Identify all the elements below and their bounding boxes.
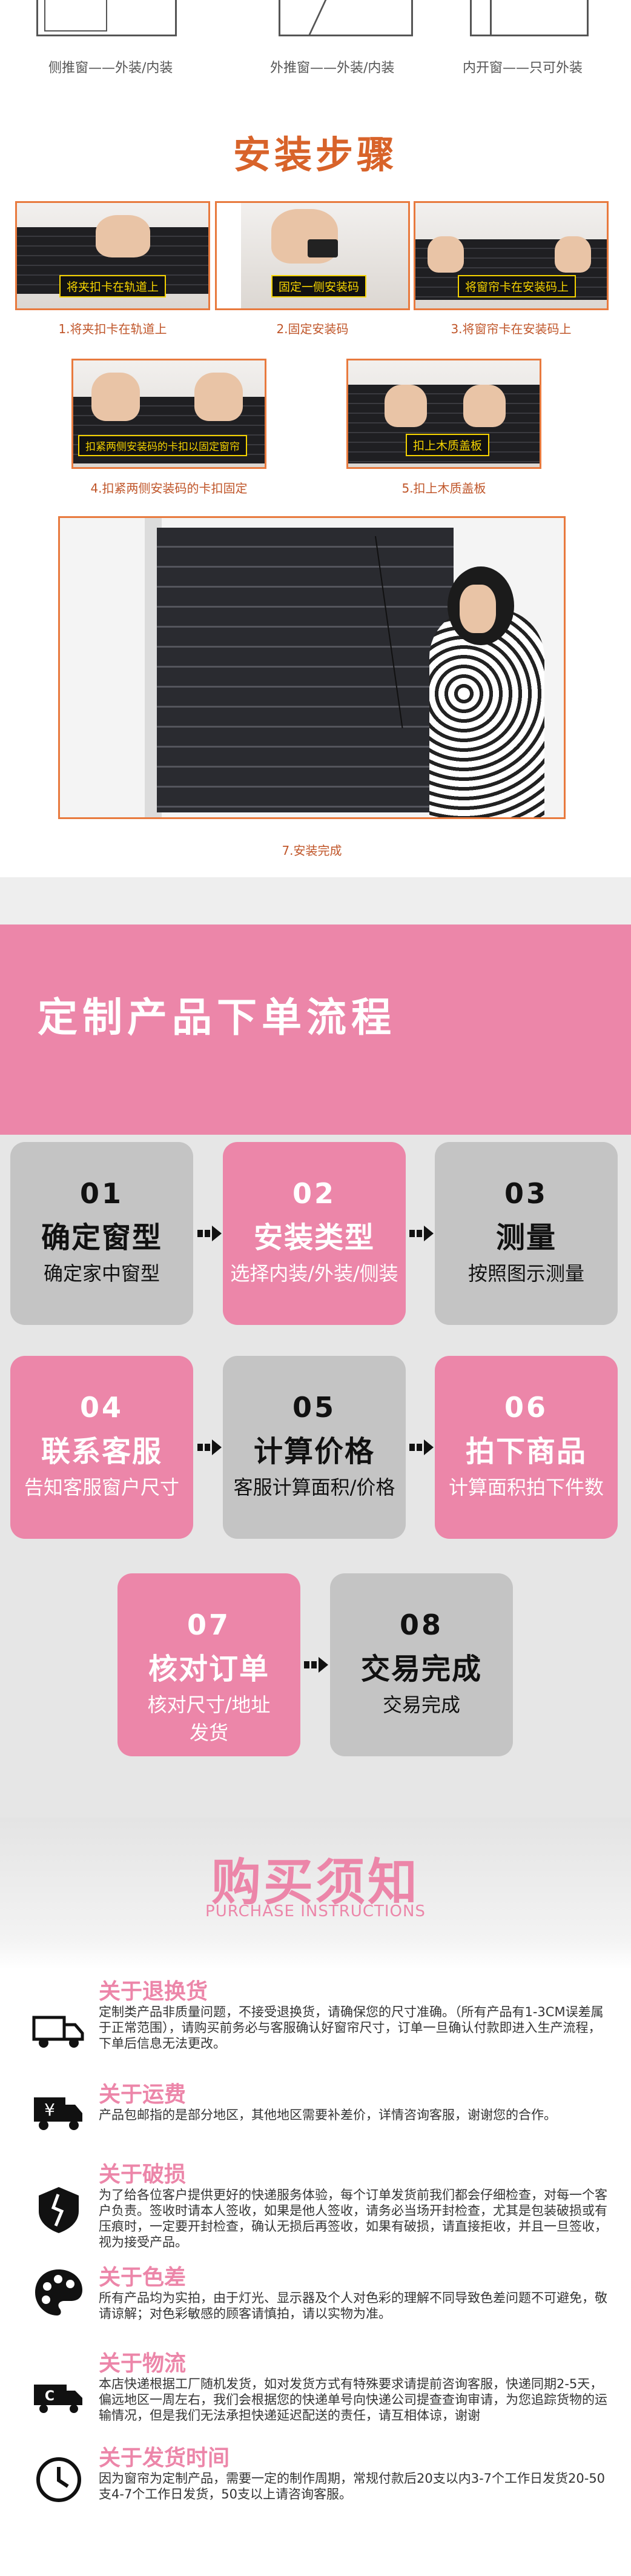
process-card-desc: 交易完成 — [382, 1693, 460, 1716]
notice-body: 产品包邮指的是部分地区，其他地区需要补差价，详情咨询客服，谢谢您的合作。 — [99, 2108, 557, 2122]
process-card-06: 06 拍下商品 计算面积拍下件数 — [435, 1356, 618, 1539]
window-type-label: 内开窗——只可外装 — [463, 61, 583, 76]
window-type-label: 侧推窗——外装/内装 — [48, 61, 173, 76]
window-frame-outward-icon — [279, 0, 413, 36]
process-card-desc: 核对尺寸/地址发货 — [147, 1693, 271, 1744]
install-step-4-photo: 扣紧两侧安装码的卡扣以固定窗帘 — [71, 359, 266, 469]
process-card-01: 01 确定窗型 确定家中窗型 — [10, 1142, 193, 1325]
process-card-number: 03 — [504, 1177, 548, 1210]
notice-body: 定制类产品非质量问题，不接受退换货，请确保您的尺寸准确。（所有产品有1-3CM误… — [99, 2005, 604, 2051]
process-card-number: 01 — [79, 1177, 124, 1210]
notice-heading: 关于色差 — [99, 2265, 187, 2290]
window-type-label: 外推窗——外装/内装 — [270, 61, 395, 76]
install-step-3-photo: 将窗帘卡在安装码上 — [414, 201, 609, 310]
order-process-title: 定制产品下单流程 — [38, 994, 396, 1041]
window-frame-side-icon — [36, 0, 177, 36]
order-process-banner: 定制产品下单流程 — [0, 925, 631, 1135]
process-card-07: 07 核对订单 核对尺寸/地址发货 — [117, 1573, 300, 1756]
step-tag: 将窗帘卡在安装码上 — [458, 275, 576, 297]
step-tag: 将夹扣卡在轨道上 — [59, 275, 167, 297]
process-card-title: 联系客服 — [41, 1435, 162, 1469]
process-card-05: 05 计算价格 客服计算面积/价格 — [223, 1356, 406, 1539]
process-card-title: 核对订单 — [148, 1652, 269, 1686]
process-card-title: 拍下商品 — [465, 1435, 587, 1469]
install-steps-title: 安装步骤 — [233, 133, 398, 177]
install-step-caption: 4.扣紧两侧安装码的卡扣固定 — [90, 481, 248, 496]
process-card-title: 交易完成 — [360, 1652, 482, 1686]
notice-heading: 关于发货时间 — [99, 2446, 230, 2471]
step-tag: 扣紧两侧安装码的卡扣以固定窗帘 — [78, 435, 247, 456]
palette-icon — [31, 2266, 86, 2320]
install-step-1-photo: 将夹扣卡在轨道上 — [15, 201, 210, 310]
purchase-notice-section: 购买须知 PURCHASE INSTRUCTIONS 关于退换货 定制类产品非质… — [0, 1817, 631, 2576]
install-step-caption: 3.将窗帘卡在安装码上 — [451, 322, 572, 336]
process-card-number: 07 — [187, 1608, 231, 1641]
process-card-desc: 确定家中窗型 — [43, 1262, 160, 1285]
install-complete-photo — [58, 516, 566, 819]
arrow-right-icon — [409, 1438, 434, 1456]
arrow-right-icon — [197, 1224, 222, 1243]
process-card-desc: 计算面积拍下件数 — [448, 1476, 604, 1499]
window-type-outward: 外推窗——外装/内装 — [211, 0, 421, 91]
notice-heading: 关于破损 — [99, 2162, 187, 2187]
notice-item-returns: 关于退换货 定制类产品非质量问题，不接受退换货，请确保您的尺寸准确。（所有产品有… — [0, 1974, 631, 2065]
install-step-2-photo: 固定一侧安装码 — [215, 201, 410, 310]
step-tag: 固定一侧安装码 — [271, 275, 367, 297]
process-card-title: 计算价格 — [253, 1435, 375, 1469]
process-card-title: 确定窗型 — [41, 1221, 162, 1255]
process-card-03: 03 测量 按照图示测量 — [435, 1142, 618, 1325]
notice-item-logistics: C 关于物流 本店快递根据工厂随机发货，如对发货方式有特殊要求请提前咨询客服，快… — [0, 2346, 631, 2437]
arrow-right-icon — [304, 1656, 328, 1674]
process-card-number: 06 — [504, 1391, 548, 1424]
install-step-caption: 2.固定安装码 — [276, 322, 349, 336]
process-card-desc: 选择内装/外装/侧装 — [230, 1262, 398, 1285]
shipping-fee-icon: ¥ — [31, 2085, 86, 2140]
process-card-title: 安装类型 — [253, 1221, 375, 1255]
notice-body: 为了给各位客户提供更好的快递服务体验，每个订单发货前我们都会仔细检查，对每一个客… — [99, 2188, 607, 2249]
process-card-02: 02 安装类型 选择内装/外装/侧装 — [223, 1142, 406, 1325]
notice-heading: 关于物流 — [99, 2351, 187, 2376]
notice-item-shipping-fee: ¥ 关于运费 产品包邮指的是部分地区，其他地区需要补差价，详情咨询客服，谢谢您的… — [0, 2077, 631, 2143]
notice-heading: 关于退换货 — [99, 1979, 208, 2004]
process-card-04: 04 联系客服 告知客服窗户尺寸 — [10, 1356, 193, 1539]
window-frame-inward-icon — [470, 0, 589, 36]
notice-body: 因为窗帘为定制产品，需要一定的制作周期，常规付款后20支以内3-7个工作日发货2… — [99, 2471, 606, 2501]
install-step-caption: 1.将夹扣卡在轨道上 — [58, 322, 167, 336]
process-card-number: 08 — [399, 1608, 443, 1641]
svg-text:¥: ¥ — [44, 2100, 55, 2120]
arrow-right-icon — [409, 1224, 434, 1243]
process-card-desc: 按照图示测量 — [467, 1262, 584, 1285]
notice-item-color: 关于色差 所有产品均为实拍，由于灯光、显示器及个人对色彩的理解不同导致色差问题不… — [0, 2260, 631, 2332]
process-card-number: 05 — [292, 1391, 336, 1424]
order-process-section: 01 确定窗型 确定家中窗型 02 安装类型 选择内装/外装/侧装 03 测量 … — [0, 1135, 631, 1817]
process-card-desc: 客服计算面积/价格 — [233, 1476, 395, 1499]
notice-item-damage: 关于破损 为了给各位客户提供更好的快递服务体验，每个订单发货前我们都会仔细检查，… — [0, 2157, 631, 2260]
install-step-caption: 5.扣上木质盖板 — [401, 481, 486, 496]
notice-item-ship-time: 关于发货时间 因为窗帘为定制产品，需要一定的制作周期，常规付款后20支以内3-7… — [0, 2440, 631, 2519]
notice-body: 所有产品均为实拍，由于灯光、显示器及个人对色彩的理解不同导致色差问题不可避免，敬… — [99, 2291, 607, 2321]
notice-body: 本店快递根据工厂随机发货，如对发货方式有特殊要求请提前咨询客服，快递同期2-5天… — [99, 2377, 607, 2423]
process-card-desc: 告知客服窗户尺寸 — [24, 1476, 179, 1499]
broken-icon — [31, 2181, 86, 2236]
install-step-5-photo: 扣上木质盖板 — [346, 359, 541, 469]
section-divider — [0, 877, 631, 925]
arrow-right-icon — [197, 1438, 222, 1456]
notice-heading: 关于运费 — [99, 2082, 187, 2107]
logistics-icon: C — [31, 2370, 86, 2425]
process-card-number: 04 — [79, 1391, 124, 1424]
install-step-caption: 7.安装完成 — [282, 843, 342, 858]
purchase-notice-subtitle: PURCHASE INSTRUCTIONS — [205, 1902, 426, 1920]
step-tag: 扣上木质盖板 — [406, 434, 490, 456]
clock-icon — [31, 2452, 86, 2507]
purchase-notice-title: 购买须知 — [211, 1854, 420, 1911]
process-card-title: 测量 — [495, 1221, 557, 1255]
svg-text:C: C — [45, 2389, 55, 2404]
truck-icon — [31, 2004, 86, 2059]
process-card-08: 08 交易完成 交易完成 — [330, 1573, 513, 1756]
window-type-inward: 内开窗——只可外装 — [421, 0, 631, 91]
window-type-side: 侧推窗——外装/内装 — [0, 0, 211, 91]
process-card-number: 02 — [292, 1177, 336, 1210]
